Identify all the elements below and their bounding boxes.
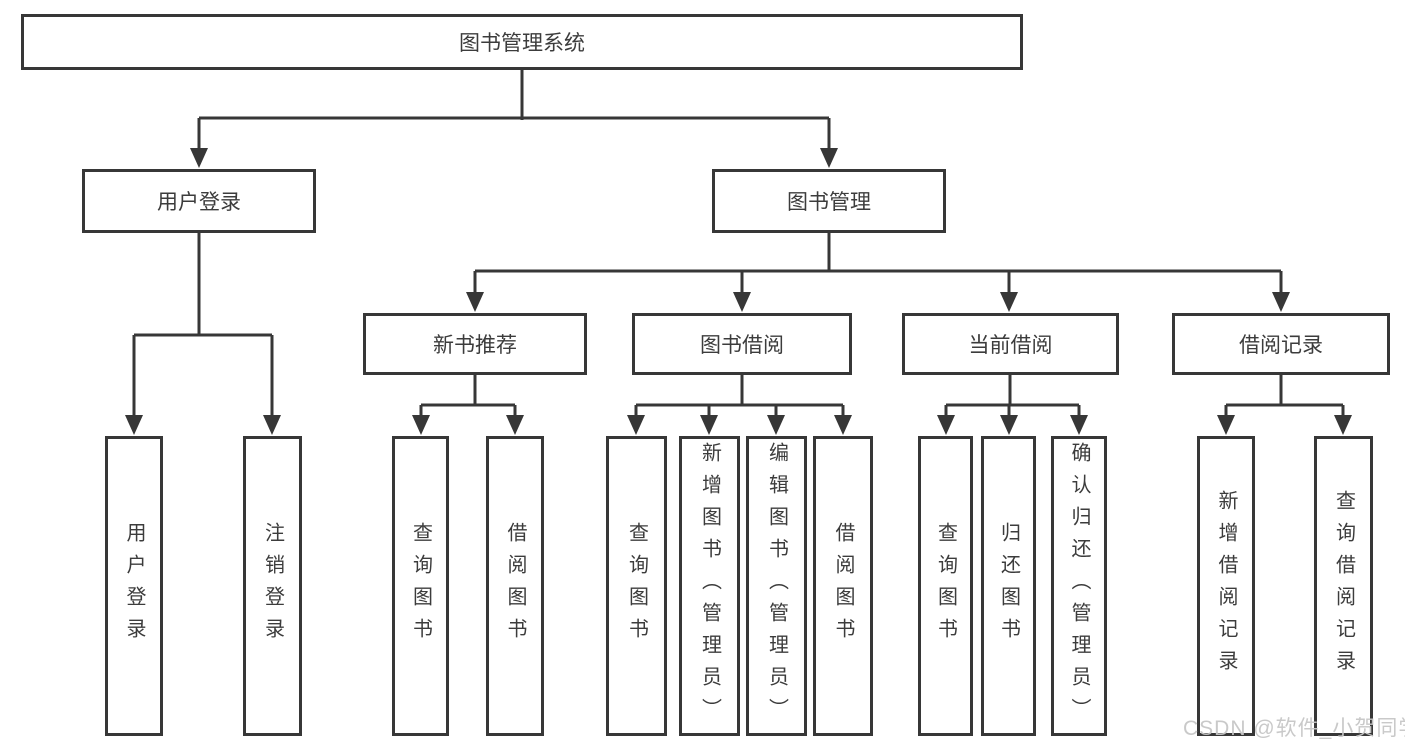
node-book-management: 图书管理 (712, 169, 946, 233)
leaf-borrow-books-borrowing-label: 借阅图书 (832, 522, 854, 650)
leaf-borrow-books-borrowing: 借阅图书 (813, 436, 873, 736)
leaf-query-borrow-record-label: 查询借阅记录 (1332, 490, 1355, 682)
leaf-confirm-return-admin: 确认归还（管理员） (1051, 436, 1107, 736)
leaf-return-books-label: 归还图书 (997, 522, 1020, 650)
leaf-user-login: 用户登录 (105, 436, 163, 736)
leaf-add-book-admin-label: 新增图书（管理员） (698, 442, 721, 730)
leaf-query-books-borrowing: 查询图书 (606, 436, 667, 736)
leaf-query-books-borrowing-label: 查询图书 (625, 522, 648, 650)
node-root-label: 图书管理系统 (459, 32, 585, 55)
node-current-borrowing-label: 当前借阅 (968, 334, 1053, 357)
leaf-borrow-books-recommend: 借阅图书 (486, 436, 544, 736)
leaf-query-books-current: 查询图书 (918, 436, 973, 736)
csdn-watermark: CSDN @软件_小贺同学 (1183, 717, 1405, 740)
node-user-login-label: 用户登录 (157, 191, 241, 214)
leaf-query-books-recommend: 查询图书 (392, 436, 449, 736)
leaf-add-borrow-record: 新增借阅记录 (1197, 436, 1255, 736)
leaf-return-books: 归还图书 (981, 436, 1036, 736)
leaf-logout: 注销登录 (243, 436, 302, 736)
node-book-management-label: 图书管理 (787, 191, 871, 214)
node-borrowing-records: 借阅记录 (1172, 313, 1390, 375)
leaf-query-books-current-label: 查询图书 (934, 522, 957, 650)
leaf-edit-book-admin: 编辑图书（管理员） (746, 436, 807, 736)
leaf-add-book-admin: 新增图书（管理员） (679, 436, 740, 736)
leaf-confirm-return-admin-label: 确认归还（管理员） (1068, 442, 1090, 730)
leaf-logout-label: 注销登录 (261, 522, 284, 650)
node-book-borrowing: 图书借阅 (632, 313, 852, 375)
tree-edges (132, 69, 1345, 418)
node-book-borrowing-label: 图书借阅 (700, 334, 784, 357)
node-new-book-recommend-label: 新书推荐 (433, 334, 517, 357)
node-new-book-recommend: 新书推荐 (363, 313, 587, 375)
node-user-login: 用户登录 (82, 169, 316, 233)
leaf-add-borrow-record-label: 新增借阅记录 (1215, 490, 1237, 682)
leaf-query-borrow-record: 查询借阅记录 (1314, 436, 1373, 736)
leaf-edit-book-admin-label: 编辑图书（管理员） (765, 442, 788, 730)
node-root: 图书管理系统 (21, 14, 1023, 70)
leaf-borrow-books-recommend-label: 借阅图书 (504, 522, 526, 650)
leaf-query-books-recommend-label: 查询图书 (409, 522, 432, 650)
leaf-user-login-label: 用户登录 (123, 522, 145, 650)
node-borrowing-records-label: 借阅记录 (1239, 334, 1323, 357)
node-current-borrowing: 当前借阅 (902, 313, 1119, 375)
